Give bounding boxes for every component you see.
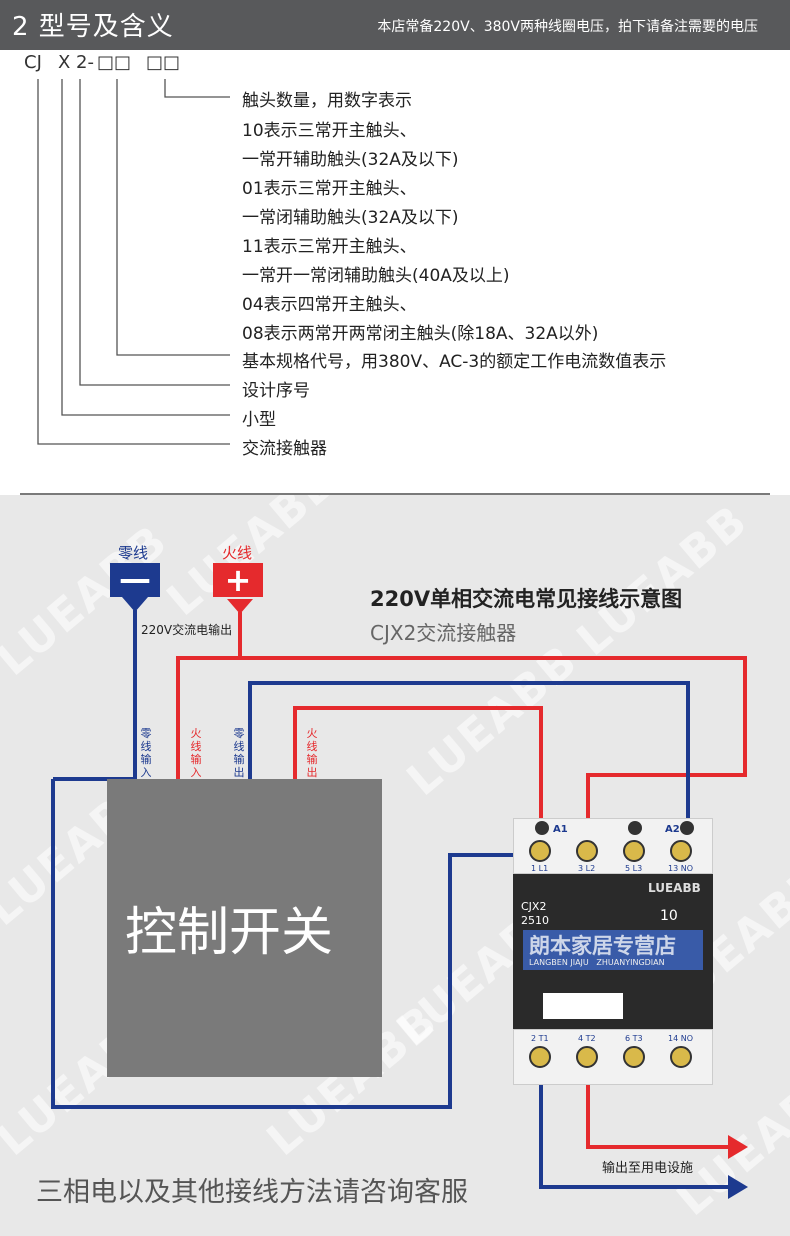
terminal-label-bottom: 4 T2	[578, 1034, 596, 1043]
output-label: 输出至用电设施	[602, 1161, 694, 1176]
meaning-1: 10表示三常开主触头、	[242, 121, 417, 141]
wire-paths	[51, 597, 748, 1199]
live-label: 火线	[222, 544, 253, 562]
terminal-screw	[670, 1046, 692, 1068]
meaning-9: 基本规格代号，用380V、AC-3的额定工作电流数值表示	[242, 352, 667, 372]
terminal-label-top: 13 NO	[668, 864, 694, 873]
diagram-title: 220V单相交流电常见接线示意图	[370, 587, 683, 611]
terminal-label-bottom: 2 T1	[531, 1034, 549, 1043]
terminal-screw	[623, 1046, 645, 1068]
meaning-0: 触头数量，用数字表示	[242, 91, 412, 111]
terminal-screw	[576, 1046, 598, 1068]
meaning-2: 一常开辅助触头(32A及以下)	[242, 150, 459, 170]
terminal-label-top: 1 L1	[531, 864, 549, 873]
terminal-label-bottom: 14 NO	[668, 1034, 694, 1043]
neutral-minus-icon: —	[110, 563, 160, 597]
header-bar: 2 型号及含义 本店常备220V、380V两种线圈电压，拍下请备注需要的电压	[0, 0, 790, 50]
coil-screw-a2	[680, 821, 694, 835]
wiring-diagram: LUEABB LUEABB LUEABB LUEABB LUEABB LUEAB…	[0, 495, 790, 1236]
terminal-label-live-in: 火线输入	[190, 727, 202, 779]
code-bracket-lines	[37, 79, 230, 445]
terminal-label-bottom: 6 T3	[625, 1034, 643, 1043]
code-boxes-1: □□	[97, 52, 132, 73]
a2-label: A2	[665, 824, 680, 835]
footer-text: 三相电以及其他接线方法请咨询客服	[36, 1177, 468, 1208]
terminal-label-neutral-out: 零线输出	[233, 727, 245, 779]
diagram-subtitle: CJX2交流接触器	[370, 621, 517, 645]
contactor-brand: LUEABB	[648, 881, 701, 895]
meaning-11: 小型	[242, 410, 276, 430]
meaning-7: 04表示四常开主触头、	[242, 295, 417, 315]
code-x: X	[58, 52, 71, 73]
meaning-10: 设计序号	[242, 381, 310, 401]
model-code: CJ X 2- □□ □□	[24, 52, 180, 178]
meaning-4: 一常闭辅助触头(32A及以下)	[242, 208, 459, 228]
section-divider	[20, 493, 770, 495]
terminal-screw	[576, 840, 598, 862]
contactor-contacts: 10	[660, 908, 678, 924]
meaning-5: 11表示三常开主触头、	[242, 237, 417, 257]
ac-output-label: 220V交流电输出	[141, 623, 233, 637]
control-switch-box	[107, 779, 382, 1077]
header-note: 本店常备220V、380V两种线圈电压，拍下请备注需要的电压	[377, 19, 758, 35]
code-boxes-2: □□	[146, 52, 181, 73]
terminal-label-top: 5 L3	[625, 864, 643, 873]
terminal-screw	[670, 840, 692, 862]
terminal-screw	[623, 840, 645, 862]
a1-label: A1	[553, 824, 568, 835]
live-plus-icon: +	[213, 563, 263, 597]
terminal-label-top: 3 L2	[578, 864, 596, 873]
contactor-spec: 2510	[521, 914, 549, 927]
neutral-label: 零线	[118, 544, 149, 562]
meaning-8: 08表示两常开两常闭主触头(除18A、32A以外)	[242, 324, 599, 344]
code-2: 2-	[76, 52, 94, 73]
contactor-window	[543, 993, 623, 1019]
contactor-model: CJX2	[521, 900, 547, 913]
terminal-screw	[529, 1046, 551, 1068]
terminal-screw	[529, 840, 551, 862]
store-name: 朗本家居专营店	[529, 934, 676, 958]
coil-screw-a1	[535, 821, 549, 835]
control-switch-label: 控制开关	[125, 903, 334, 963]
meaning-3: 01表示三常开主触头、	[242, 179, 417, 199]
meaning-12: 交流接触器	[242, 439, 327, 459]
contactor: A1 A2 1 L1 3 L2 5 L3 13 NO LUEABB CJX2 2…	[513, 818, 713, 1085]
section-title: 2 型号及含义	[12, 12, 174, 42]
terminal-label-neutral-in: 零线输入	[140, 727, 152, 779]
store-pinyin: LANGBEN JIAJU ZHUANYINGDIAN	[529, 958, 665, 967]
terminal-label-live-out: 火线输出	[306, 727, 318, 779]
store-banner	[523, 930, 703, 970]
code-cj: CJ	[24, 52, 42, 73]
coil-indicator	[628, 821, 642, 835]
meaning-6: 一常开一常闭辅助触头(40A及以上)	[242, 266, 510, 286]
